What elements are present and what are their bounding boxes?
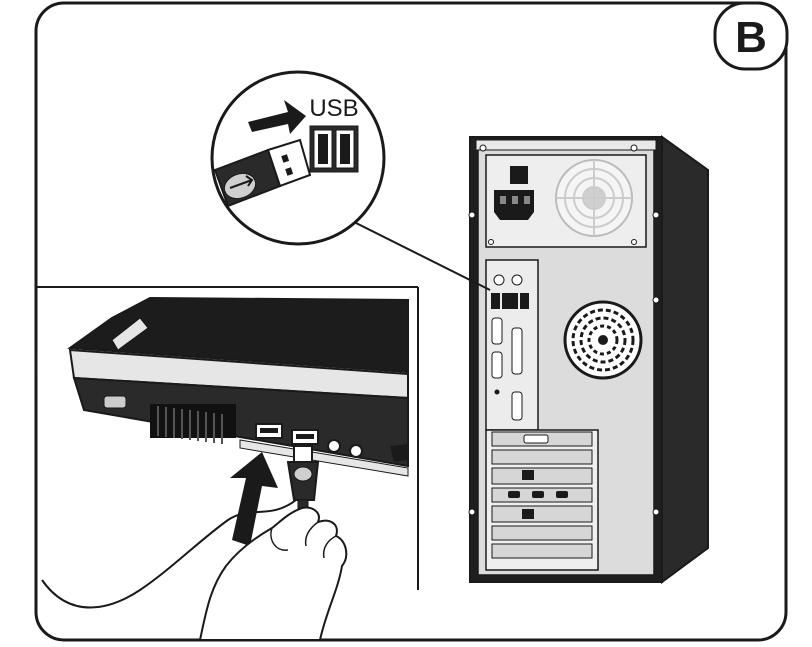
ethernet-port-icon[interactable] [522, 470, 534, 480]
step-badge-letter: B [735, 13, 767, 62]
usb-callout: USB [212, 72, 384, 244]
tower-side-panel [662, 137, 708, 582]
power-socket-icon [494, 190, 534, 220]
step-badge: B [715, 3, 787, 69]
tower-usb-ports[interactable] [491, 293, 529, 309]
case-fan-icon [565, 302, 641, 378]
usb-port-label: USB [309, 95, 358, 122]
io-shield [486, 260, 538, 430]
power-supply [486, 155, 646, 247]
laptop-vent [150, 404, 236, 444]
expansion-slots [486, 430, 598, 570]
usb-port-icon [310, 126, 358, 172]
desktop-tower [469, 137, 708, 582]
power-switch[interactable] [510, 166, 528, 184]
audio-jack-1[interactable] [328, 440, 340, 452]
audio-jack-2[interactable] [350, 445, 362, 457]
psu-fan-icon [556, 160, 632, 236]
